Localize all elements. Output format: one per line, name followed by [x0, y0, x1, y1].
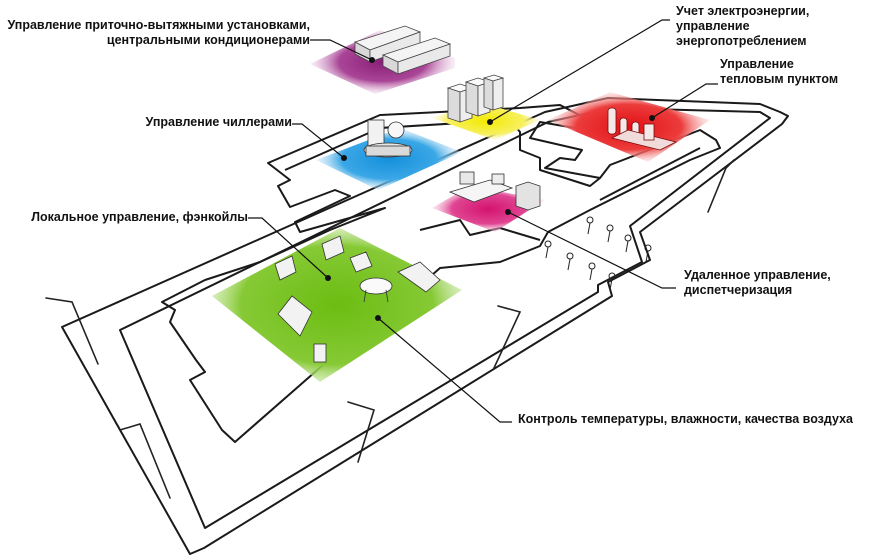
label-climate-line1: Контроль температуры, влажности, качеств… [518, 412, 853, 426]
label-dispatch-line1: Удаленное управление, [684, 268, 831, 282]
leader-lines [248, 19, 718, 423]
building-outline [161, 104, 721, 443]
label-ventilation-line2: центральными кондиционерами [106, 33, 310, 47]
label-chillers: Управление чиллерами [120, 115, 292, 130]
zone-chillers [316, 128, 462, 190]
street-lamps [45, 159, 735, 499]
small-lamps [544, 216, 652, 291]
zone-heating [548, 92, 710, 162]
label-dispatch: Удаленное управление, диспетчеризация [684, 268, 854, 298]
label-heating-line1: Управление [720, 57, 794, 71]
label-heating: Управление тепловым пунктом [720, 57, 860, 87]
label-climate: Контроль температуры, влажности, качеств… [518, 412, 864, 427]
label-ventilation: Управление приточно-вытяжными установкам… [6, 18, 310, 48]
chiller-icon [363, 119, 413, 158]
label-fancoils-line1: Локальное управление, фэнкойлы [31, 210, 248, 224]
label-energy: Учет электроэнергии, управление энергопо… [676, 4, 856, 49]
leader-dots [325, 57, 655, 321]
dispatch-desk-icon [448, 171, 541, 211]
label-energy-line3: энергопотреблением [676, 34, 807, 48]
label-ventilation-line1: Управление приточно-вытяжными установкам… [7, 18, 310, 32]
label-chillers-line1: Управление чиллерами [145, 115, 292, 129]
zone-fancoils [212, 228, 462, 382]
label-dispatch-line2: диспетчеризация [684, 283, 793, 297]
ventilation-units-icon [353, 25, 452, 75]
fancoil-units-icon [274, 235, 441, 363]
heating-equipment-icon [607, 107, 678, 151]
label-energy-line1: Учет электроэнергии, [676, 4, 810, 18]
label-fancoils: Локальное управление, фэнкойлы [28, 210, 248, 225]
label-energy-line2: управление [676, 19, 750, 33]
electric-cabinets-icon [446, 74, 505, 123]
label-heating-line2: тепловым пунктом [720, 72, 839, 86]
